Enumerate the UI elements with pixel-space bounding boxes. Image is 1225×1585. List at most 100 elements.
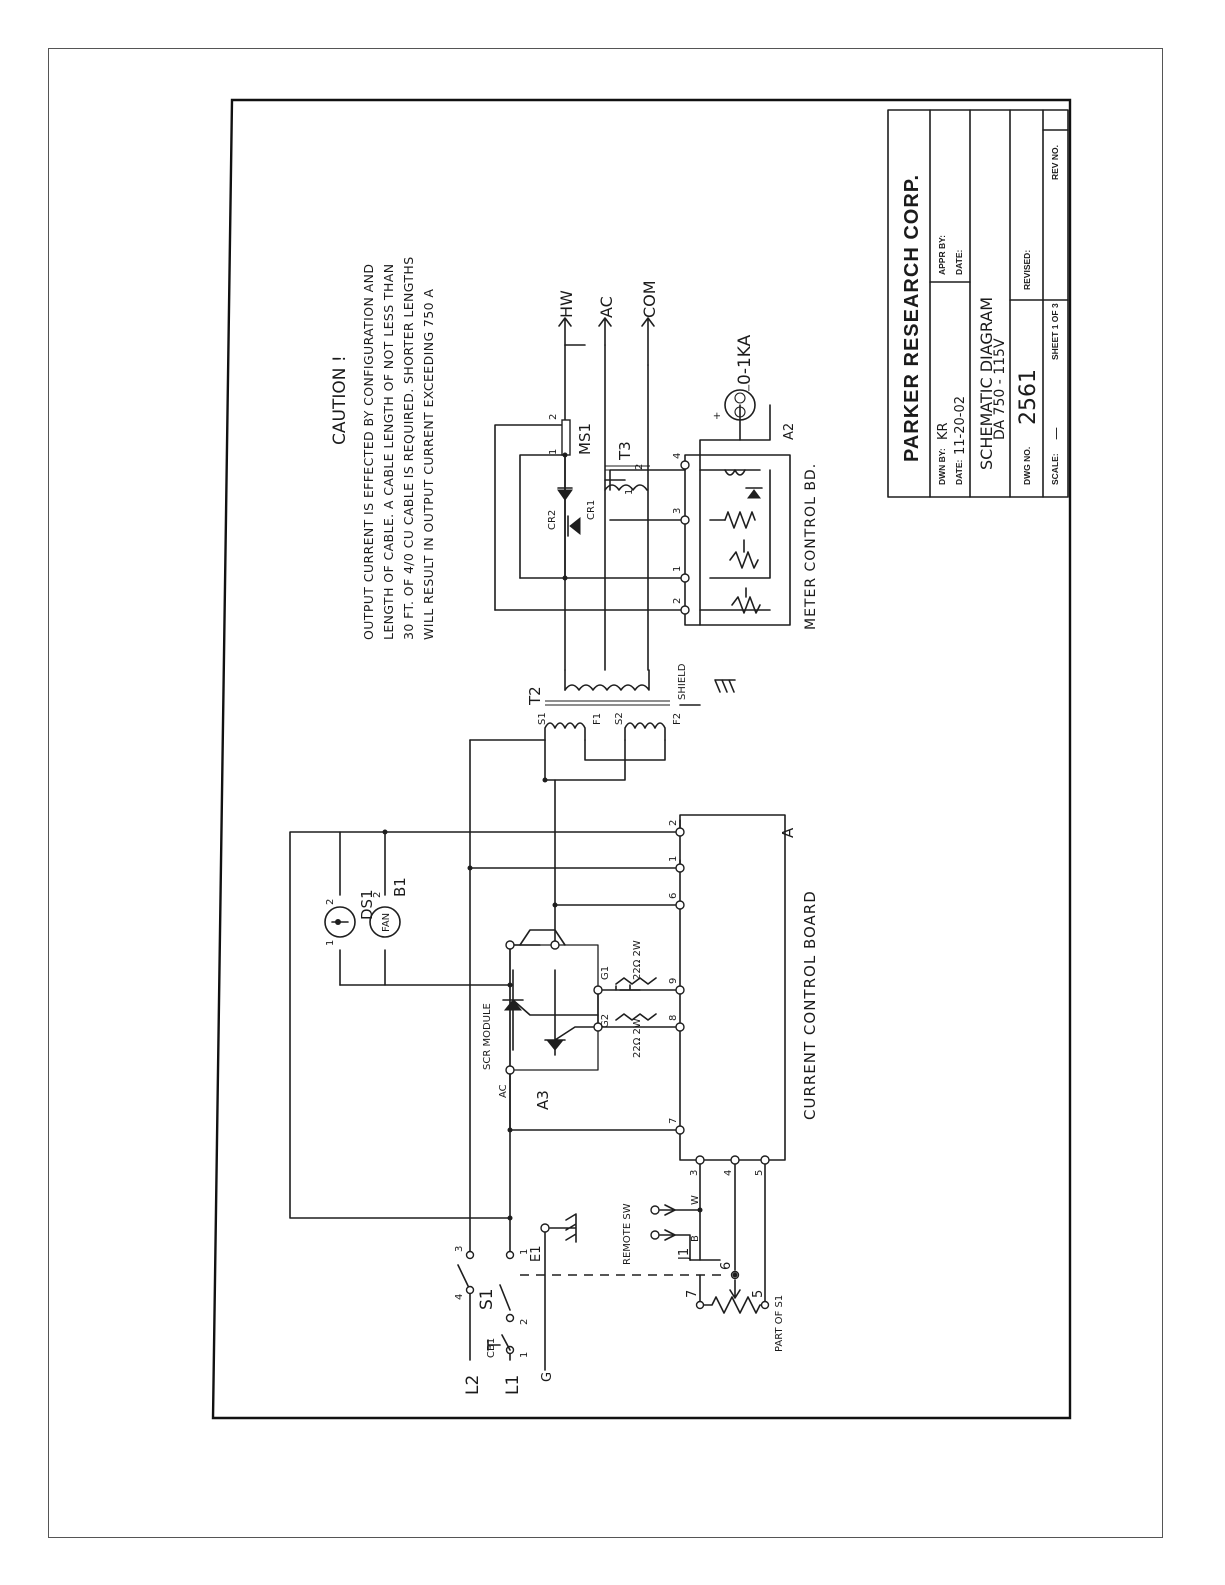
title-line-2: DA 750 - 115V <box>992 338 1008 440</box>
t2-s2-label: S2 <box>614 712 625 725</box>
revised-label: REVISED: <box>1022 250 1032 290</box>
board-pin-8-num: 8 <box>668 1015 679 1021</box>
pot-pin-6-num: 6 <box>719 1262 734 1270</box>
cb1-label: CB1 <box>486 1338 497 1358</box>
t2-primary-coil-1 <box>544 722 586 741</box>
w-label: W <box>690 1195 701 1205</box>
title-block: PARKER RESEARCH CORP. DWN BY: KR DATE: 1… <box>887 109 1069 498</box>
caution-note: CAUTION ! OUTPUT CURRENT IS EFFECTED BY … <box>330 256 436 640</box>
drawing-border <box>211 98 1072 1420</box>
board-pin-6 <box>675 900 685 910</box>
board-pin-1 <box>675 863 685 873</box>
r1-label: 22Ω 2W <box>632 940 643 980</box>
cr2-label: CR2 <box>547 510 558 530</box>
meter-bd-pot-1 <box>729 539 759 569</box>
t2-transformer: T2 S1 F1 S2 F2 SHIELD <box>526 663 736 741</box>
dwg-no-label: DWG NO. <box>1022 447 1032 485</box>
current-control-board-label: CURRENT CONTROL BOARD <box>801 890 819 1120</box>
company-name: PARKER RESEARCH CORP. <box>901 174 923 462</box>
board-pin-2-num: 2 <box>668 820 679 826</box>
cb1-pin-1: 1 <box>519 1352 530 1358</box>
board-pin-5 <box>760 1155 770 1165</box>
meter-bd-pin-1-num: 1 <box>672 566 683 572</box>
board-pin-6-num: 6 <box>668 893 679 899</box>
t2-f2-label: F2 <box>672 713 683 725</box>
board-terminals: 2 1 6 9 8 7 3 4 5 <box>668 820 770 1176</box>
g-label: G <box>540 1372 555 1382</box>
remote-sw-label: REMOTE SW <box>622 1203 633 1265</box>
t3-label: T3 <box>616 441 634 461</box>
title-line-1: SCHEMATIC DIAGRAM <box>977 297 996 470</box>
dwn-by-value: KR <box>936 422 951 440</box>
e1-label: E1 <box>529 1246 544 1263</box>
a3-label: A3 <box>534 1090 552 1110</box>
board-pin-7-num: 7 <box>668 1118 679 1124</box>
ac-label: AC <box>597 296 616 318</box>
scr-module-label: SCR MODULE <box>482 1003 493 1070</box>
remote-sw-term-2 <box>650 1230 660 1240</box>
scr-g2-term <box>593 1022 603 1032</box>
t2-primary-coil-2 <box>624 722 666 741</box>
fan-label: FAN <box>381 913 392 932</box>
t2-secondary-coil <box>564 669 650 691</box>
scr-module: SCR MODULE A3 AC G1 G2 22Ω 2W 22Ω 2W <box>482 929 657 1110</box>
board-pin-3-num: 3 <box>689 1170 700 1176</box>
meter-bd-pin-2 <box>680 605 690 615</box>
pot-pin-5 <box>760 1300 770 1310</box>
g1-label: G1 <box>600 966 611 980</box>
s1-term-4 <box>465 1285 475 1295</box>
scr-ac-term <box>505 1065 515 1075</box>
com-arrow-icon <box>641 317 655 366</box>
ds1-pin-1: 1 <box>325 940 336 946</box>
ammeter-label: 0-1KA <box>735 334 755 385</box>
date-value: 11-20-02 <box>953 396 968 455</box>
rev-no-label: REV NO. <box>1050 145 1060 180</box>
cr1-diode <box>569 516 581 536</box>
board-pin-4 <box>730 1155 740 1165</box>
caution-line-1: OUTPUT CURRENT IS EFFECTED BY CONFIGURAT… <box>361 264 376 640</box>
board-pin-1-num: 1 <box>668 856 679 862</box>
meter-bd-resistor <box>724 511 756 529</box>
caution-title: CAUTION ! <box>330 355 350 445</box>
ms1-pin-1: 1 <box>548 449 559 455</box>
wiring <box>289 344 771 1371</box>
meter-bd-pin-2-num: 2 <box>672 598 683 604</box>
date2-label: DATE: <box>954 249 964 275</box>
b-label: B <box>690 1235 701 1242</box>
t2-core <box>545 700 670 706</box>
t2-f1-label: F1 <box>592 713 603 725</box>
cr1-label: CR1 <box>586 500 597 520</box>
dwn-by-label: DWN BY: <box>937 448 947 485</box>
shield-label: SHIELD <box>677 663 688 700</box>
meter-board-label: METER CONTROL BD. <box>803 463 819 630</box>
board-a-label: A <box>779 827 797 838</box>
cr2-diode <box>557 489 573 501</box>
com-label: COM <box>640 280 659 318</box>
r2-label: 22Ω 2W <box>632 1018 643 1058</box>
meter-bd-coil <box>724 469 746 476</box>
appr-by-label: APPR BY: <box>937 235 947 275</box>
sheet-label: SHEET 1 OF 3 <box>1050 303 1060 360</box>
ammeter-minus: − <box>744 384 755 392</box>
fan-icon <box>369 906 401 938</box>
meter-bd-diode <box>747 489 761 499</box>
t3-pin-1: 1 <box>624 489 635 495</box>
scr-out-term <box>550 940 560 950</box>
cb1-breaker-symbol <box>487 1334 511 1351</box>
s1-label: S1 <box>477 1288 497 1310</box>
meter-bd-pin-3 <box>680 515 690 525</box>
s1-term-1 <box>505 1250 515 1260</box>
j1-connector-icon <box>664 1204 676 1241</box>
ds1-label: DS1 <box>358 889 376 920</box>
caution-line-2: LENGTH OF CABLE. A CABLE LENGTH OF NOT L… <box>381 264 396 640</box>
pot-pin-7 <box>695 1300 705 1310</box>
shield-ground-icon <box>679 679 736 706</box>
j1-label: J1 <box>677 1248 692 1261</box>
board-pin-7 <box>675 1125 685 1135</box>
board-pin-5-num: 5 <box>754 1170 765 1176</box>
ammeter-plus: + <box>712 412 723 420</box>
ds1-lamp-icon <box>324 906 356 938</box>
t2-label: T2 <box>526 686 544 706</box>
caution-line-3: 30 FT. OF 4/0 CU CABLE IS REQUIRED. SHOR… <box>401 256 416 640</box>
